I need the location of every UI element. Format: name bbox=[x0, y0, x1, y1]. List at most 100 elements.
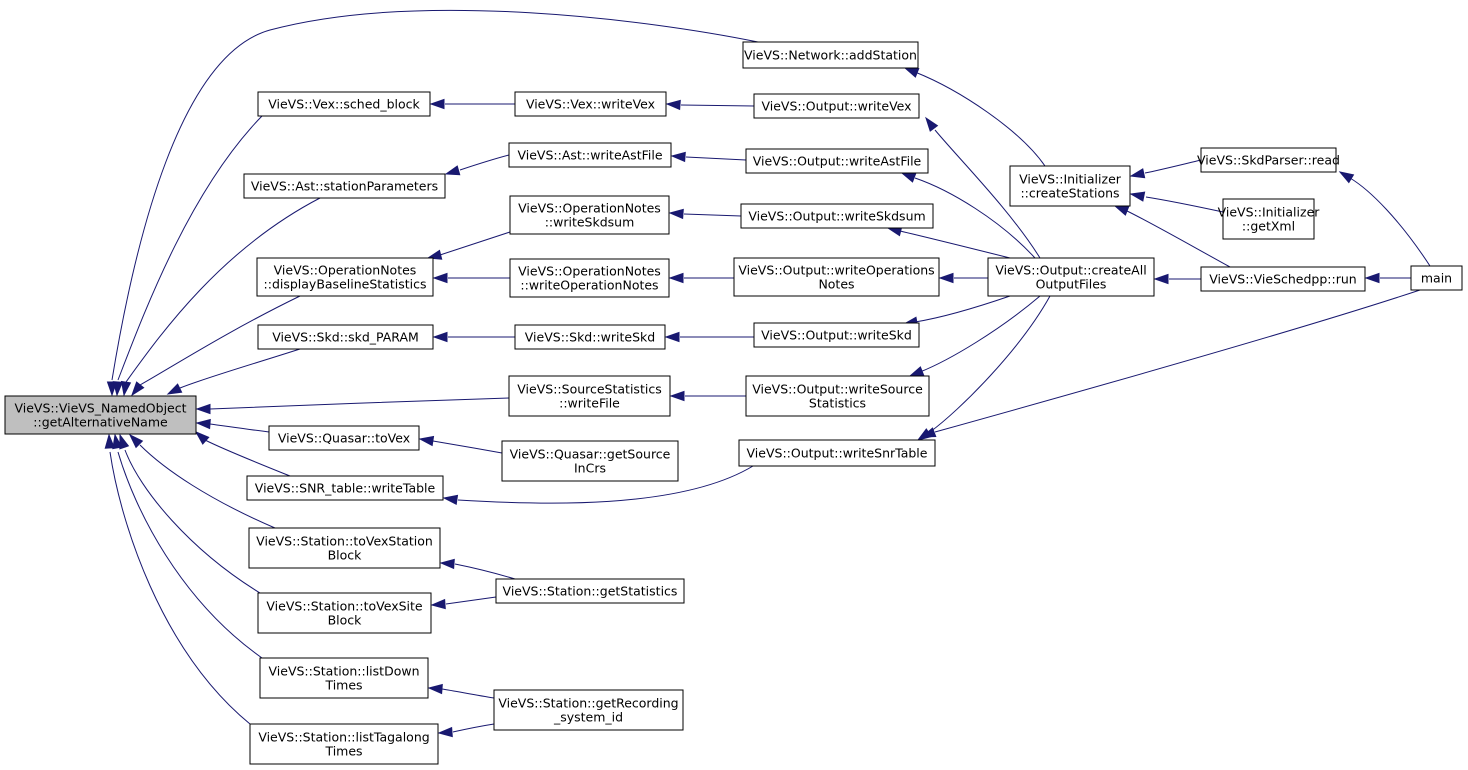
node-box bbox=[987, 257, 1155, 297]
node-opnotes-displayBaseline[interactable]: VieVS::OperationNotes::displayBaselineSt… bbox=[256, 257, 434, 297]
edge-line bbox=[457, 465, 754, 504]
node-box bbox=[509, 195, 670, 235]
call-edge-to-opnotes-displayBaseline bbox=[432, 272, 510, 284]
node-output-writeSnrTable[interactable]: VieVS::Output::writeSnrTable bbox=[738, 439, 936, 467]
edge-line bbox=[899, 230, 1011, 259]
call-edge-to-root bbox=[112, 433, 263, 659]
node-label: VieVS::VieSchedpp::run bbox=[1209, 272, 1356, 287]
call-edge-to-station-toVexStationBlock bbox=[439, 558, 516, 580]
edge-line bbox=[914, 295, 1011, 323]
node-skdparser-read[interactable]: VieVS::SkdParser::read bbox=[1197, 147, 1340, 173]
node-snr-writeTable[interactable]: VieVS::SNR_table::writeTable bbox=[246, 475, 444, 501]
node-root[interactable]: VieVS::VieVS_NamedObject::getAlternative… bbox=[4, 395, 197, 435]
call-edge-to-output-createAllOutputFiles bbox=[1153, 273, 1201, 285]
node-output-writeSkd[interactable]: VieVS::Output::writeSkd bbox=[753, 322, 920, 348]
node-vex-writeVex[interactable]: VieVS::Vex::writeVex bbox=[514, 91, 667, 117]
edge-line bbox=[179, 348, 301, 389]
arrowhead-icon bbox=[166, 383, 183, 395]
node-main[interactable]: main bbox=[1410, 265, 1463, 291]
node-box bbox=[1410, 265, 1463, 291]
edge-line bbox=[111, 9, 759, 381]
node-output-writeAstFile[interactable]: VieVS::Output::writeAstFile bbox=[745, 148, 929, 174]
node-label: VieVS::Network::addStation bbox=[744, 48, 917, 63]
node-station-getRecording[interactable]: VieVS::Station::getRecording_system_id bbox=[493, 689, 684, 731]
node-vex-sched-block[interactable]: VieVS::Vex::sched_block bbox=[257, 91, 431, 117]
node-skd-writeSkd[interactable]: VieVS::Skd::writeSkd bbox=[514, 324, 666, 350]
edge-line bbox=[459, 154, 510, 171]
node-box bbox=[501, 440, 679, 482]
node-ast-stationParameters[interactable]: VieVS::Ast::stationParameters bbox=[243, 173, 446, 199]
node-label: VieVS::OperationNotes bbox=[274, 263, 417, 278]
call-edge-to-vex-sched-block bbox=[429, 98, 515, 110]
node-label: VieVS::Output::writeSkd bbox=[761, 328, 912, 343]
arrowhead-icon bbox=[120, 380, 132, 397]
node-box bbox=[268, 425, 420, 451]
node-initializer-createStations[interactable]: VieVS::Initializer::createStations bbox=[1009, 165, 1131, 207]
node-label: Notes bbox=[818, 277, 854, 292]
call-edge-to-opnotes-writeSkdsum bbox=[668, 208, 742, 220]
call-edge-to-root bbox=[104, 433, 251, 725]
node-opnotes-writeOperationNotes[interactable]: VieVS::OperationNotes::writeOperationNot… bbox=[509, 258, 670, 298]
node-label: VieVS::Station::listTagalong bbox=[258, 730, 429, 745]
node-srcstats-writeFile[interactable]: VieVS::SourceStatistics::writeFile bbox=[508, 375, 671, 417]
call-edge-to-output-writeSkd bbox=[902, 295, 1011, 327]
arrowhead-icon bbox=[1113, 205, 1130, 216]
node-label: VieVS::Station::getRecording bbox=[498, 696, 678, 711]
arrowhead-icon bbox=[439, 558, 455, 570]
node-label: VieVS::OperationNotes bbox=[518, 201, 661, 216]
arrowhead-icon bbox=[112, 433, 123, 450]
call-edge-to-root bbox=[128, 433, 276, 529]
edge-line bbox=[1145, 196, 1224, 213]
arrowhead-icon bbox=[437, 726, 453, 738]
node-label: VieVS::Initializer bbox=[1019, 172, 1122, 187]
arrowhead-icon bbox=[908, 366, 925, 377]
node-label: VieVS::Vex::sched_block bbox=[268, 97, 420, 112]
edge-line bbox=[1349, 177, 1431, 267]
call-edge-to-opnotes-displayBaseline bbox=[426, 231, 511, 260]
call-edge-to-station-toVexSiteBlock bbox=[430, 596, 497, 610]
arrowhead-icon bbox=[903, 67, 920, 78]
node-output-writeVex[interactable]: VieVS::Output::writeVex bbox=[753, 93, 920, 119]
node-ast-writeAstFile[interactable]: VieVS::Ast::writeAstFile bbox=[508, 142, 672, 168]
node-station-getStatistics[interactable]: VieVS::Station::getStatistics bbox=[495, 578, 685, 604]
node-label: VieVS::Output::writeSource bbox=[752, 382, 923, 397]
edge-line bbox=[934, 289, 1421, 433]
call-edge-to-root bbox=[112, 115, 263, 397]
node-network-addStation[interactable]: VieVS::Network::addStation bbox=[742, 41, 919, 69]
arrowhead-icon bbox=[670, 151, 686, 163]
edge-line bbox=[117, 115, 263, 381]
node-label: VieVS::Vex::writeVex bbox=[526, 97, 655, 112]
node-label: VieVS::Output::writeSnrTable bbox=[747, 446, 928, 461]
arrowhead-icon bbox=[119, 433, 130, 450]
arrowhead-icon bbox=[131, 381, 145, 397]
arrowhead-icon bbox=[1364, 272, 1380, 284]
node-output-writeSkdsum[interactable]: VieVS::Output::writeSkdsum bbox=[740, 203, 934, 229]
node-vieschedpp-run[interactable]: VieVS::VieSchedpp::run bbox=[1200, 266, 1366, 292]
node-opnotes-writeSkdsum[interactable]: VieVS::OperationNotes::writeSkdsum bbox=[509, 195, 670, 235]
node-label: VieVS::Output::createAll bbox=[995, 263, 1146, 278]
arrowhead-icon bbox=[426, 249, 443, 260]
node-box bbox=[4, 395, 197, 435]
node-label: VieVS::Station::toVexStation bbox=[256, 534, 433, 549]
node-box bbox=[514, 324, 666, 350]
node-label: VieVS::Output::writeSkdsum bbox=[748, 209, 925, 224]
node-box bbox=[1200, 266, 1366, 292]
node-label: VieVS::Station::getStatistics bbox=[503, 584, 678, 599]
arrowhead-icon bbox=[442, 494, 459, 506]
node-quasar-toVex[interactable]: VieVS::Quasar::toVex bbox=[268, 425, 420, 451]
edge-line bbox=[683, 213, 742, 217]
node-box bbox=[740, 203, 934, 229]
node-initializer-getXml[interactable]: VieVS::Initializer::getXml bbox=[1218, 198, 1321, 240]
node-box bbox=[257, 592, 432, 634]
node-skd-param[interactable]: VieVS::Skd::skd_PARAM bbox=[257, 324, 434, 350]
arrowhead-icon bbox=[128, 433, 144, 449]
call-edge-to-root bbox=[195, 397, 510, 415]
